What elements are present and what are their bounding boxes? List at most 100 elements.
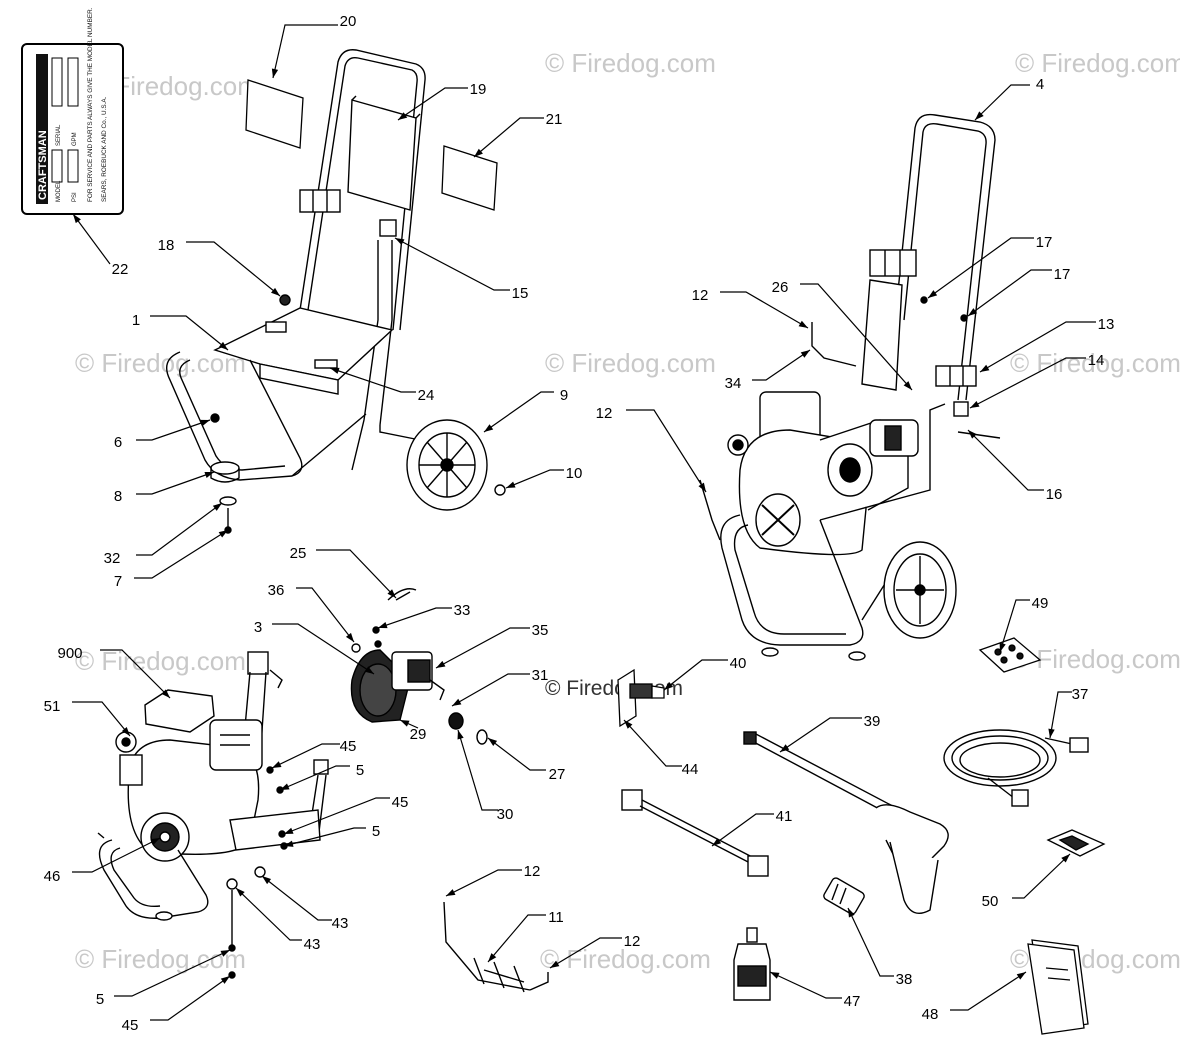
callout-number: 6 <box>114 434 122 451</box>
part-50 <box>1046 829 1106 857</box>
leader-line <box>377 607 452 629</box>
leader-line <box>136 419 211 441</box>
leader-line <box>397 87 468 121</box>
callout-number: 44 <box>682 761 699 778</box>
leader-arrowhead <box>436 660 446 668</box>
label-plate-field: PSI <box>72 192 78 202</box>
callout-number: 45 <box>122 1017 139 1034</box>
callout-number: 4 <box>1036 76 1044 93</box>
callout-35: 35 <box>435 622 548 669</box>
leader-line <box>72 213 111 265</box>
leader-arrowhead <box>1061 854 1070 863</box>
leader-line <box>752 349 811 381</box>
leader-line <box>279 765 350 791</box>
quick-connect-40 <box>617 668 665 728</box>
callout-number: 51 <box>44 698 61 715</box>
leader-arrowhead <box>262 876 272 885</box>
leader-line <box>487 737 546 771</box>
leader-line <box>1012 853 1071 899</box>
leader-arrowhead <box>345 632 354 642</box>
leader-arrowhead <box>780 744 790 752</box>
leader-line <box>445 869 522 897</box>
leader-line <box>487 914 546 963</box>
leader-arrowhead <box>624 720 633 729</box>
leader-line <box>272 24 338 79</box>
leader-line <box>483 391 554 433</box>
leader-arrowhead <box>1048 728 1055 738</box>
leader-arrowhead <box>484 424 494 432</box>
leader-line <box>150 315 229 351</box>
callout-number: 45 <box>340 738 357 755</box>
watermark-text: © Firedog.com <box>75 944 246 974</box>
leader-arrowhead <box>770 972 780 979</box>
callout-number: 5 <box>356 762 364 779</box>
callout-5: 5 <box>96 949 231 1008</box>
callout-number: 21 <box>546 111 563 128</box>
assembled-unit <box>699 113 1001 661</box>
leader-arrowhead <box>73 214 81 224</box>
watermark-layer: © Firedog.com © Firedog.com © Firedog.co… <box>75 48 1180 974</box>
callout-10: 10 <box>505 465 582 489</box>
callout-number: 43 <box>304 936 321 953</box>
callout-19: 19 <box>397 81 487 121</box>
leader-line <box>967 429 1044 491</box>
callout-number: 24 <box>418 387 435 404</box>
callout-38: 38 <box>847 907 912 988</box>
callout-number: 46 <box>44 868 61 885</box>
leader-line <box>136 471 215 495</box>
callout-1: 1 <box>132 312 229 351</box>
leader-line <box>457 729 498 811</box>
leader-arrowhead <box>395 238 405 246</box>
leader-arrowhead <box>452 698 462 706</box>
callout-number: 20 <box>340 13 357 30</box>
decal-21 <box>441 145 498 211</box>
callout-39: 39 <box>779 713 880 753</box>
leader-arrowhead <box>698 482 706 492</box>
callout-29: 29 <box>399 719 427 743</box>
callout-number: 47 <box>844 993 861 1010</box>
callout-13: 13 <box>979 316 1114 373</box>
watermark-text: © Firedog.com <box>75 646 246 676</box>
leader-arrowhead <box>220 950 230 957</box>
leader-arrowhead <box>848 908 855 918</box>
callout-14: 14 <box>969 352 1104 409</box>
label-plate-service-text: FOR SERVICE AND PARTS ALWAYS GIVE THE MO… <box>87 7 94 202</box>
callout-21: 21 <box>473 111 563 158</box>
leader-arrowhead <box>968 430 977 439</box>
callout-44: 44 <box>623 719 699 778</box>
callout-number: 17 <box>1054 266 1071 283</box>
callout-number: 19 <box>470 81 487 98</box>
callout-number: 33 <box>454 602 471 619</box>
callout-number: 5 <box>372 823 380 840</box>
callout-number: 45 <box>392 794 409 811</box>
leader-arrowhead <box>212 503 222 511</box>
leader-line <box>272 623 375 675</box>
callout-12: 12 <box>692 287 809 329</box>
leader-line <box>261 875 332 921</box>
leader-arrowhead <box>664 681 674 690</box>
callout-number: 29 <box>410 726 427 743</box>
leader-line <box>1049 691 1072 739</box>
callout-30: 30 <box>457 729 513 823</box>
leader-arrowhead <box>271 287 280 296</box>
leader-arrowhead <box>200 419 210 426</box>
leader-line <box>969 357 1086 409</box>
leader-line <box>100 649 171 699</box>
leader-arrowhead <box>220 976 230 984</box>
callout-number: 12 <box>524 863 541 880</box>
callout-43: 43 <box>261 875 348 932</box>
leader-line <box>296 587 355 643</box>
leader-line <box>663 659 728 691</box>
spray-gun-39 <box>743 731 949 914</box>
leader-line <box>271 743 340 769</box>
oil-bottle-47 <box>733 927 771 1001</box>
leader-arrowhead <box>161 689 170 698</box>
leader-line <box>72 701 131 737</box>
label-plate-brand: CRAFTSMAN <box>37 130 49 200</box>
parts-bag-49 <box>978 637 1042 673</box>
callout-number: 5 <box>96 991 104 1008</box>
watermark-text: © Firedog.com <box>545 48 716 78</box>
leader-arrowhead <box>398 112 408 120</box>
leader-line <box>114 949 231 997</box>
leader-arrowhead <box>387 589 396 598</box>
